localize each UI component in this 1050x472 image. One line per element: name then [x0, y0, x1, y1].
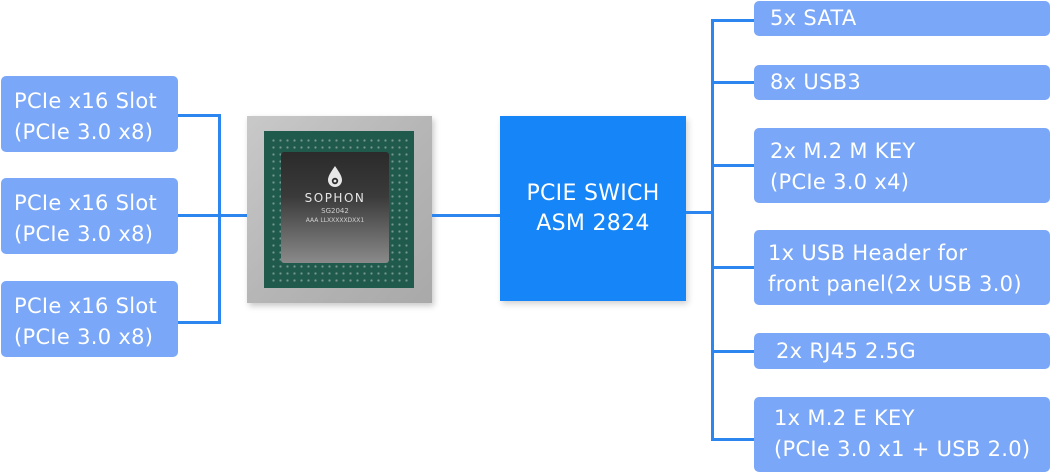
- processor-chip: SOPHON SG2042 AAA LLXXXXXDXX1: [247, 116, 432, 303]
- port-m2-m-key: 2x M.2 M KEY (PCIe 3.0 x4): [754, 128, 1050, 203]
- pcie-slot-3-label: PCIe x16 Slot: [14, 294, 158, 318]
- right-connector-3: [711, 164, 754, 167]
- right-connector-6: [711, 438, 754, 441]
- left-trunk: [218, 114, 221, 324]
- right-connector-1: [711, 19, 754, 22]
- pcie-switch-model: ASM 2824: [536, 210, 650, 236]
- port-rj45: 2x RJ45 2.5G: [754, 333, 1050, 369]
- left-connector-2: [178, 214, 221, 217]
- chip-die: SOPHON SG2042 AAA LLXXXXXDXX1: [281, 152, 389, 263]
- port-m2-m-key-label: 2x M.2 M KEY: [770, 139, 916, 163]
- pcie-switch-title: PCIE SWICH: [526, 180, 660, 206]
- port-rj45-label: 2x RJ45 2.5G: [776, 339, 916, 363]
- port-m2-e-key: 1x M.2 E KEY (PCIe 3.0 x1 + USB 2.0): [754, 397, 1050, 472]
- pcie-slot-3-spec: (PCIe 3.0 x8): [14, 325, 154, 349]
- port-usb3-label: 8x USB3: [770, 70, 862, 94]
- port-usb-header: 1x USB Header for front panel(2x USB 3.0…: [754, 230, 1050, 305]
- port-usb3: 8x USB3: [754, 65, 1050, 100]
- port-m2-m-key-spec: (PCIe 3.0 x4): [770, 170, 910, 194]
- trunk-to-processor: [218, 214, 248, 217]
- port-sata: 5x SATA: [754, 1, 1050, 36]
- pcie-slot-1-label: PCIe x16 Slot: [14, 89, 158, 113]
- pcie-slot-2: PCIe x16 Slot (PCIe 3.0 x8): [1, 178, 178, 254]
- pcie-slot-2-label: PCIe x16 Slot: [14, 191, 158, 215]
- left-connector-1: [178, 114, 221, 117]
- switch-to-trunk-connector: [686, 211, 714, 214]
- pcie-slot-1: PCIe x16 Slot (PCIe 3.0 x8): [1, 76, 178, 152]
- chip-serial: AAA LLXXXXXDXX1: [305, 217, 365, 224]
- chip-model: SG2042: [321, 207, 349, 215]
- chip-brand: SOPHON: [304, 191, 366, 205]
- pcie-slot-3: PCIe x16 Slot (PCIe 3.0 x8): [1, 281, 178, 357]
- pcie-switch: PCIE SWICH ASM 2824: [500, 116, 686, 301]
- right-trunk: [711, 19, 714, 441]
- port-m2-e-key-spec: (PCIe 3.0 x1 + USB 2.0): [774, 437, 1031, 461]
- sophon-logo-icon: [328, 166, 342, 187]
- pcie-slot-1-spec: (PCIe 3.0 x8): [14, 120, 154, 144]
- right-connector-5: [711, 350, 754, 353]
- right-connector-4: [711, 266, 754, 269]
- processor-to-switch-connector: [432, 214, 500, 217]
- port-usb-header-label: 1x USB Header for: [768, 241, 968, 265]
- left-connector-3: [178, 321, 221, 324]
- port-sata-label: 5x SATA: [770, 6, 857, 30]
- right-connector-2: [711, 81, 754, 84]
- port-m2-e-key-label: 1x M.2 E KEY: [774, 406, 915, 430]
- port-usb-header-spec: front panel(2x USB 3.0): [768, 272, 1022, 296]
- pcie-slot-2-spec: (PCIe 3.0 x8): [14, 222, 154, 246]
